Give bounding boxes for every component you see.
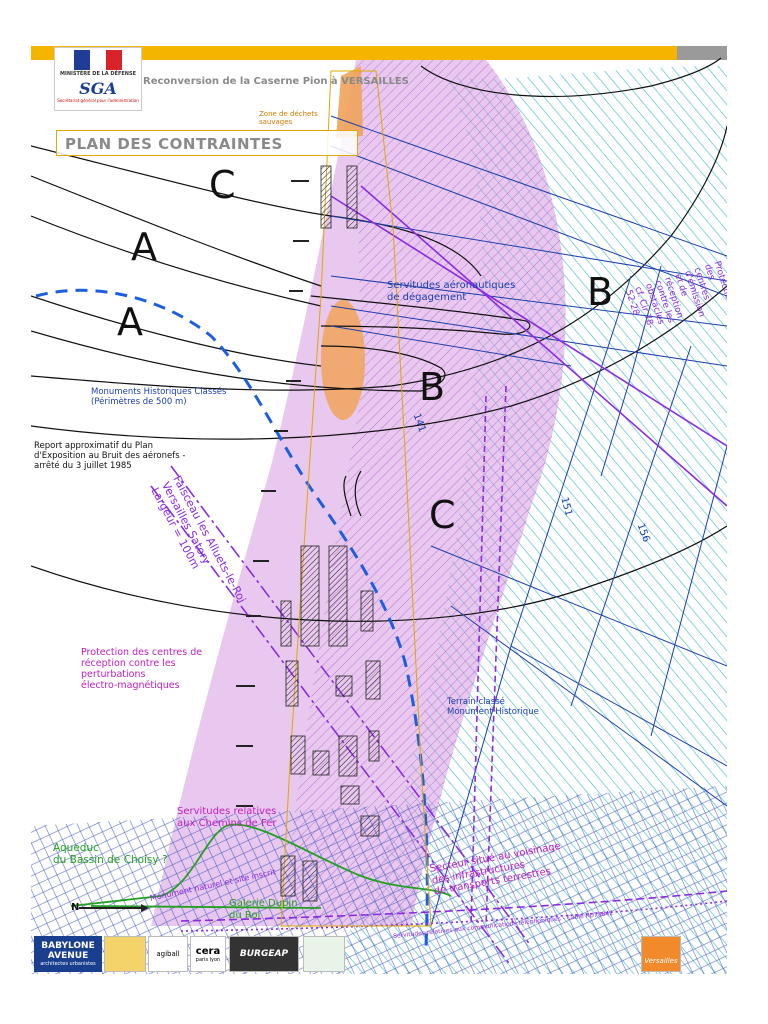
map-sheet: MINISTÈRE DE LA DÉFENSE SGA Secrétariat … (31, 46, 727, 974)
logo-burgeap-text: BURGEAP (239, 949, 289, 959)
purple-horizontal (180, 890, 727, 922)
building (285, 660, 299, 707)
aero-line (330, 275, 727, 327)
building (320, 165, 332, 229)
logo-babylone: BABYLONE AVENUE architectes urbanistes (34, 936, 102, 972)
logo-babylone-line3: architectes urbanistes (40, 961, 96, 967)
noise-contour (31, 175, 322, 287)
site-tick (236, 180, 309, 807)
label-monuments: Monuments Historiques Classés (Périmètre… (91, 387, 227, 407)
purple-vertical (485, 385, 507, 927)
ministry-logo: MINISTÈRE DE LA DÉFENSE SGA Secrétariat … (54, 47, 142, 111)
label-north: N (71, 902, 80, 913)
faisceau-line (170, 465, 532, 947)
zone-c-top: C (209, 163, 236, 207)
aero-line (600, 265, 662, 477)
aero-line (570, 345, 692, 707)
noise-contour (31, 215, 322, 307)
project-title: Reconversion de la Caserne Pion à VERSAI… (143, 76, 409, 87)
site-outline (280, 70, 432, 927)
building (346, 165, 358, 229)
logo-cera: cera paris lyon (190, 936, 226, 972)
faisceau-line (150, 485, 512, 967)
aqueduc-line (90, 905, 322, 909)
zone-a-upper: A (131, 225, 157, 269)
constraint-map (31, 57, 727, 974)
noise-contour (31, 295, 322, 367)
label-servitudes-fer: Servitudes relatives aux Chemins de Fer (177, 806, 277, 829)
logo-agiball-text: agiball (156, 950, 180, 958)
logo-versailles-text: Versailles (644, 957, 678, 965)
blue-grid-zone (31, 786, 727, 974)
flag-icon (74, 50, 122, 70)
logo-cera-text: cera (195, 945, 221, 957)
aero-line (330, 325, 572, 367)
building (368, 730, 380, 762)
purple-diagonal (360, 185, 727, 507)
label-aqueduc: Aqueduc du Bassin de Choisy ? (53, 842, 168, 867)
zone-c-center: C (429, 493, 456, 537)
logo-cera-sub: paris lyon (195, 956, 221, 963)
sga-subtitle: Secrétariat général pour l'administratio… (57, 98, 139, 103)
building (360, 590, 374, 632)
noise-contour (343, 470, 362, 517)
building (290, 735, 306, 775)
aero-line (330, 115, 727, 257)
noise-contour (310, 295, 531, 335)
plan-title-box: PLAN DES CONTRAINTES (56, 130, 358, 156)
building (328, 545, 348, 647)
top-bar (31, 46, 677, 60)
label-galerie: Galerie Dupin du Roi (229, 898, 298, 921)
noise-contour (420, 57, 722, 97)
zone-b-right: B (587, 270, 614, 314)
building (280, 600, 292, 647)
building (302, 860, 318, 902)
logo-illustration (104, 936, 146, 972)
pink-hatch-zone (281, 60, 566, 926)
logo-green (303, 936, 345, 972)
label-zone-dechets: Zone de déchets sauvages (259, 110, 318, 127)
ministere-label: MINISTÈRE DE LA DÉFENSE (59, 71, 136, 77)
aero-line (510, 645, 727, 767)
plan-title: PLAN DES CONTRAINTES (65, 135, 283, 153)
noise-contour (31, 285, 727, 440)
label-terrain-classe: Terrain classé Monument Historique (447, 697, 539, 717)
zone-b-center: B (419, 365, 446, 409)
aero-line (330, 145, 727, 297)
building (360, 815, 380, 837)
zone-a-lower: A (117, 300, 143, 344)
building (365, 660, 381, 700)
purple-diagonal (330, 195, 727, 447)
building (335, 675, 353, 697)
orange-zone-oval (321, 300, 365, 420)
logo-agiball: agiball (148, 936, 188, 972)
building (280, 855, 296, 897)
purple-vertical (470, 395, 487, 927)
logo-versailles: Versailles (641, 936, 681, 972)
label-report-peb: Report approximatif du Plan d'Exposition… (34, 441, 186, 471)
aero-line (430, 545, 727, 667)
noise-contour (31, 330, 446, 392)
logo-babylone-line1: BABYLONE (41, 941, 95, 951)
north-arrow-icon (79, 904, 149, 912)
label-servitudes-aero: Servitudes aéronautiques de dégagement (387, 280, 516, 303)
noise-contour (31, 125, 727, 391)
noise-contour (31, 145, 482, 277)
aero-line (330, 305, 727, 367)
logo-babylone-line2: AVENUE (47, 951, 89, 961)
top-bar-gray (677, 46, 727, 60)
sga-logo-text: SGA (79, 79, 117, 98)
label-protection-em: Protection des centres de réception cont… (81, 647, 203, 691)
logo-burgeap: BURGEAP (229, 936, 299, 972)
building (312, 750, 330, 776)
building (340, 785, 360, 805)
building (338, 735, 358, 777)
aero-line (330, 215, 727, 282)
aqueduc-line (70, 823, 452, 907)
building (300, 545, 320, 647)
